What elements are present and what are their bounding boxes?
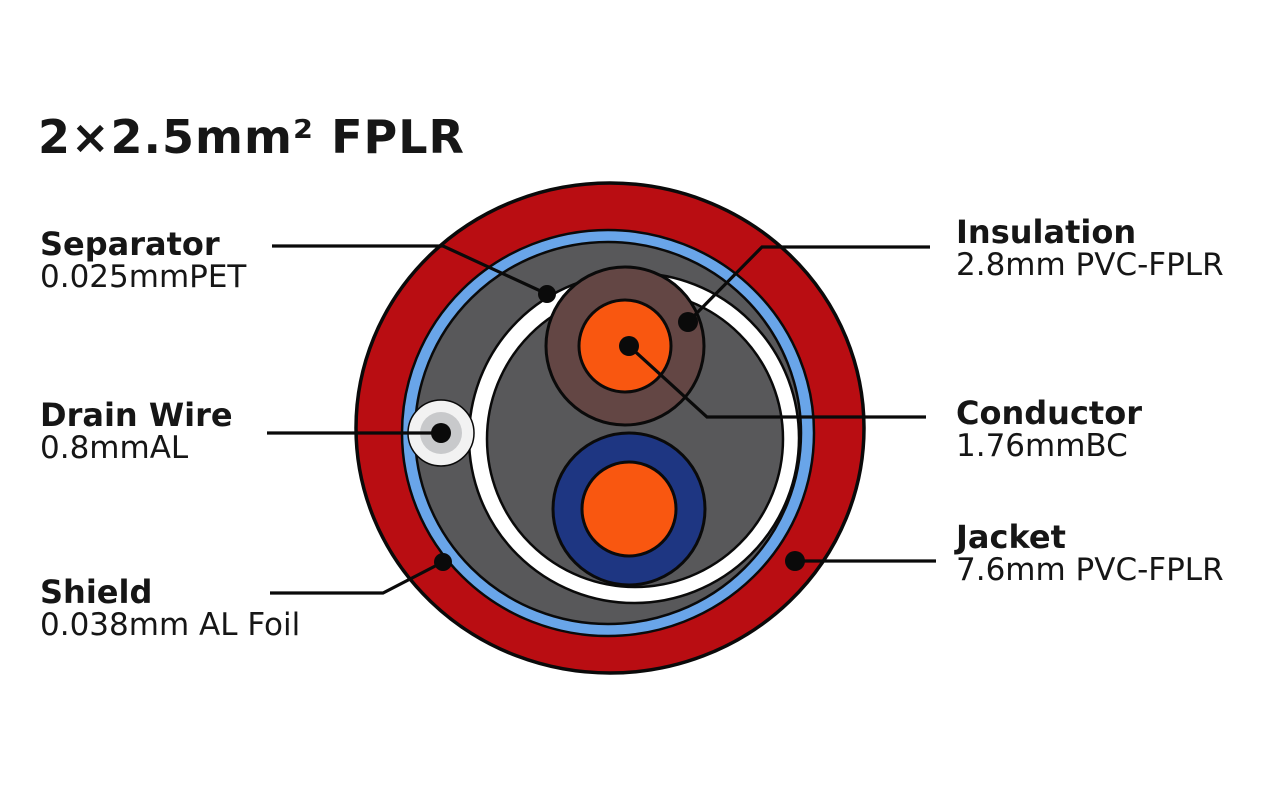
- insulation-label-value: 2.8mm PVC-FPLR: [956, 247, 1224, 283]
- drain-wire-label-name: Drain Wire: [40, 396, 233, 434]
- insulation-label-name: Insulation: [956, 213, 1137, 251]
- conductor-bottom-circle: [580, 460, 678, 558]
- shield-label: Shield 0.038mm AL Foil: [40, 575, 300, 642]
- leader-dots: [431, 285, 805, 571]
- shield-label-value: 0.038mm AL Foil: [40, 607, 301, 643]
- leader-insulation: [686, 245, 930, 324]
- cable-layers: [354, 181, 866, 675]
- dot-shield: [434, 553, 452, 571]
- dot-insulation: [678, 312, 698, 332]
- drain-wire-label-value: 0.8mmAL: [40, 430, 189, 466]
- leader-separator: [272, 244, 548, 296]
- insulation-label: Insulation 2.8mm PVC-FPLR: [956, 215, 1224, 282]
- shield-label-name: Shield: [40, 573, 153, 611]
- separator-label: Separator 0.025mmPET: [40, 227, 246, 294]
- conductor-label-value: 1.76mmBC: [956, 428, 1128, 464]
- jacket-label-name: Jacket: [956, 518, 1066, 556]
- drain-wire-label: Drain Wire 0.8mmAL: [40, 398, 233, 465]
- leader-shield: [270, 560, 444, 595]
- dot-conductor: [619, 336, 639, 356]
- figure-title: 2×2.5mm² FPLR: [38, 110, 465, 164]
- separator-label-name: Separator: [40, 225, 220, 263]
- conductor-label-name: Conductor: [956, 394, 1142, 432]
- separator-label-value: 0.025mmPET: [40, 259, 247, 295]
- leader-conductor: [627, 344, 926, 419]
- dot-separator: [538, 285, 556, 303]
- dot-jacket: [785, 551, 805, 571]
- jacket-label-value: 7.6mm PVC-FPLR: [956, 552, 1224, 588]
- jacket-label: Jacket 7.6mm PVC-FPLR: [956, 520, 1224, 587]
- conductor-label: Conductor 1.76mmBC: [956, 396, 1142, 463]
- dot-drain-wire: [431, 423, 451, 443]
- leader-lines: [267, 244, 936, 595]
